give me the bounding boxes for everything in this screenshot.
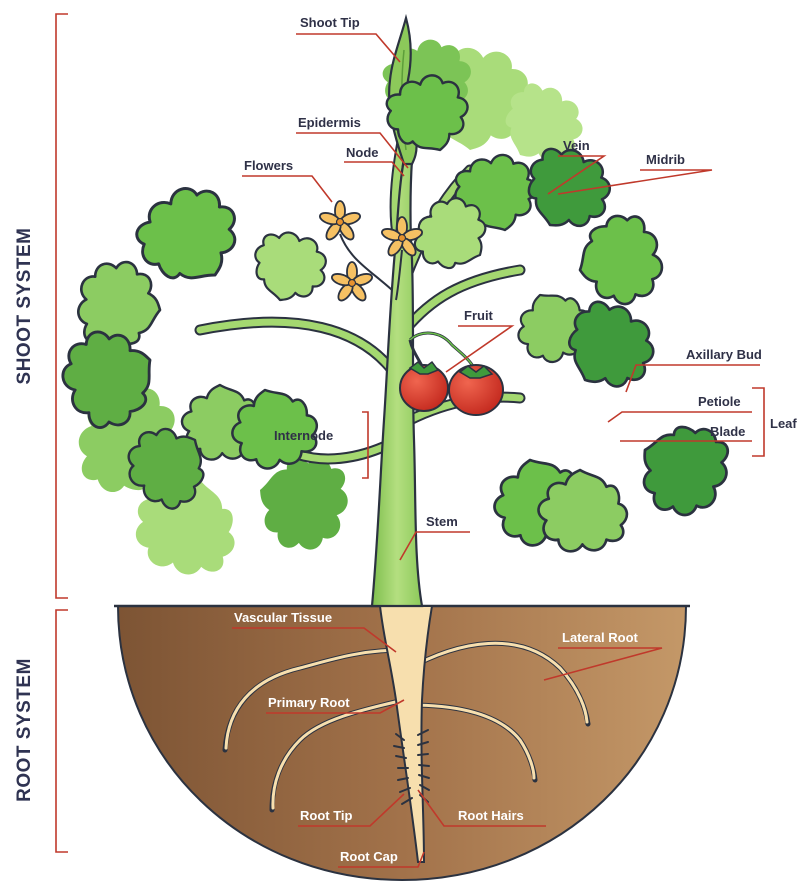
- label-axillary-bud: Axillary Bud: [686, 347, 762, 362]
- label-flowers: Flowers: [244, 158, 293, 173]
- label-blade: Blade: [710, 424, 745, 439]
- label-fruit: Fruit: [464, 308, 494, 323]
- label-petiole: Petiole: [698, 394, 741, 409]
- label-midrib: Midrib: [646, 152, 685, 167]
- label-stem: Stem: [426, 514, 458, 529]
- label-primary-root: Primary Root: [268, 695, 350, 710]
- label-leaf: Leaf: [770, 416, 797, 431]
- label-epidermis: Epidermis: [298, 115, 361, 130]
- label-shoot-tip: Shoot Tip: [300, 15, 360, 30]
- shoot-system-label: SHOOT SYSTEM: [14, 228, 35, 385]
- leaf-bracket: [752, 388, 764, 456]
- label-internode: Internode: [274, 428, 333, 443]
- shoot-system-bracket: [56, 14, 68, 598]
- internode-bracket: [362, 412, 368, 478]
- fruit-drawing: [400, 333, 503, 415]
- root-system-label: ROOT SYSTEM: [14, 658, 35, 802]
- label-lateral-root: Lateral Root: [562, 630, 639, 645]
- label-root-tip: Root Tip: [300, 808, 353, 823]
- label-root-cap: Root Cap: [340, 849, 398, 864]
- label-vein: Vein: [563, 138, 590, 153]
- label-node: Node: [346, 145, 379, 160]
- label-vascular-tissue: Vascular Tissue: [234, 610, 332, 625]
- root-system-bracket: [56, 610, 68, 852]
- label-root-hairs: Root Hairs: [458, 808, 524, 823]
